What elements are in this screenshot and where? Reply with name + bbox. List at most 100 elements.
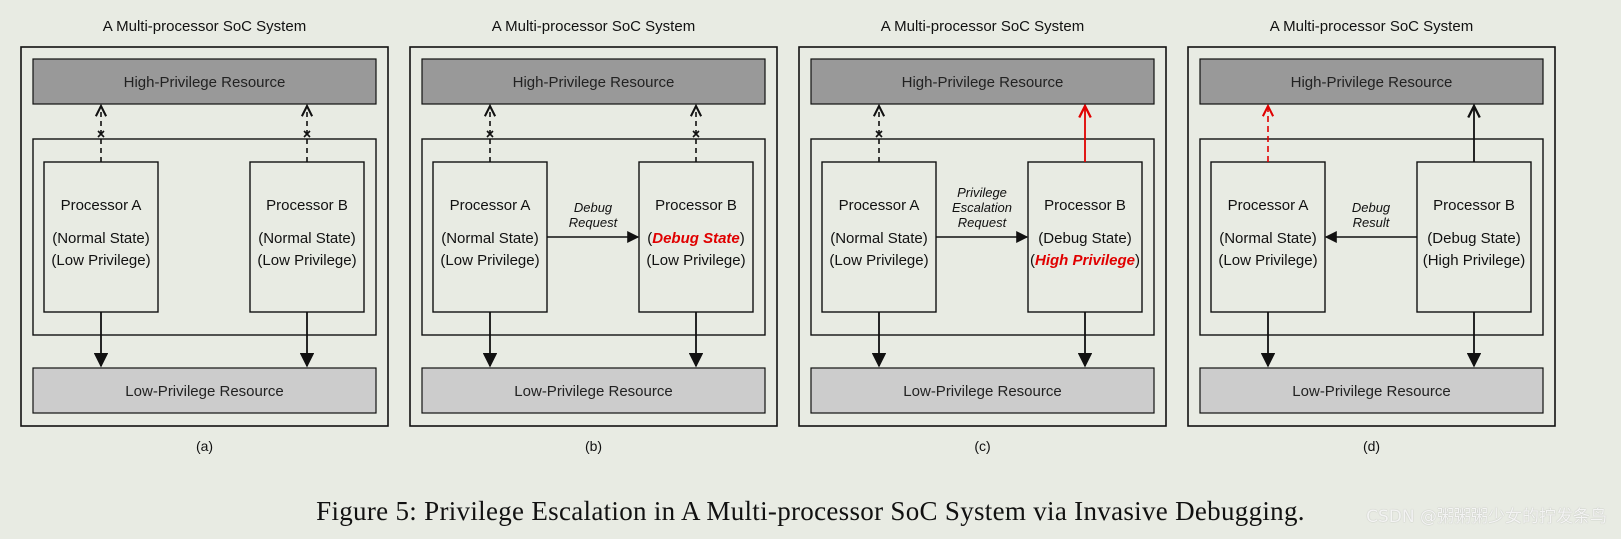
paren: ) <box>1313 252 1318 269</box>
system-frame <box>798 46 1167 427</box>
processor-a-state: (Normal State) <box>52 230 150 247</box>
processor-b-privilege-value: High Privilege <box>1428 252 1521 269</box>
paren: ) <box>1520 252 1525 269</box>
paren: ) <box>351 230 356 247</box>
paren: ) <box>352 252 357 269</box>
paren: ) <box>1312 230 1317 247</box>
processor-b-state: (Debug State) <box>1038 230 1131 247</box>
paren: ( <box>51 252 56 269</box>
paren: ( <box>830 230 835 247</box>
paren: ( <box>440 252 445 269</box>
processor-b-privilege-value: Low Privilege <box>651 252 740 269</box>
blocked-x-icon <box>97 130 105 138</box>
high-privilege-resource-box <box>810 58 1155 105</box>
processor-b-state-value: Debug State <box>1043 230 1126 247</box>
processor-a-name: Processor A <box>61 197 142 214</box>
paren: ( <box>441 230 446 247</box>
paren: ) <box>534 230 539 247</box>
processor-b-privilege: (High Privilege) <box>1423 252 1526 269</box>
link-label-line: Request <box>569 215 619 230</box>
processor-b-state: (Debug State) <box>1427 230 1520 247</box>
processor-a-privilege: (Low Privilege) <box>51 252 150 269</box>
processor-a-name: Processor A <box>450 197 531 214</box>
high-privilege-resource-box <box>421 58 766 105</box>
processor-a-privilege: (Low Privilege) <box>829 252 928 269</box>
paren: ) <box>740 230 745 247</box>
processor-b-privilege-value: Low Privilege <box>262 252 351 269</box>
processor-b-name: Processor B <box>1433 197 1515 214</box>
system-title: A Multi-processor SoC System <box>1270 18 1473 35</box>
processor-a-state: (Normal State) <box>1219 230 1317 247</box>
high-privilege-resource-box <box>1199 58 1544 105</box>
blocked-x-icon <box>875 130 883 138</box>
processor-b-state: (Normal State) <box>258 230 356 247</box>
processor-frame <box>810 138 1155 336</box>
paren: ( <box>646 252 651 269</box>
paren: ( <box>1030 252 1035 269</box>
processor-b-privilege-value: High Privilege <box>1035 252 1135 269</box>
processor-frame <box>421 138 766 336</box>
subfigure-label: (c) <box>974 438 990 454</box>
paren: ( <box>647 230 652 247</box>
high-privilege-resource-label: High-Privilege Resource <box>513 74 675 91</box>
paren: ) <box>924 252 929 269</box>
paren: ( <box>829 252 834 269</box>
system-title: A Multi-processor SoC System <box>881 18 1084 35</box>
link-label-line: Request <box>958 215 1008 230</box>
paren: ( <box>1219 230 1224 247</box>
paren: ( <box>1038 230 1043 247</box>
processor-b-privilege: (Low Privilege) <box>646 252 745 269</box>
paren: ) <box>1135 252 1140 269</box>
figure-caption: Figure 5: Privilege Escalation in A Mult… <box>316 496 1305 526</box>
system-title: A Multi-processor SoC System <box>103 18 306 35</box>
paren: ( <box>1427 230 1432 247</box>
processor-b-state: (Debug State) <box>647 230 745 247</box>
system-frame <box>20 46 389 427</box>
paren: ( <box>258 230 263 247</box>
link-label-line: Debug <box>574 200 613 215</box>
processor-a-state: (Normal State) <box>830 230 928 247</box>
high-privilege-resource-label: High-Privilege Resource <box>124 74 286 91</box>
processor-b-state-value: Normal State <box>263 230 351 247</box>
processor-b-name: Processor B <box>655 197 737 214</box>
watermark-text: CSDN @粥粥粥少女的拧发条鸟 <box>1366 507 1607 527</box>
paren: ) <box>146 252 151 269</box>
paren: ) <box>1127 230 1132 247</box>
high-privilege-resource-label: High-Privilege Resource <box>1291 74 1453 91</box>
system-frame <box>1187 46 1556 427</box>
link-label-line: Escalation <box>952 200 1012 215</box>
blocked-x-icon <box>303 130 311 138</box>
processor-b-privilege: (Low Privilege) <box>257 252 356 269</box>
processor-b-state-value: Debug State <box>1432 230 1515 247</box>
processor-a-privilege-value: Low Privilege <box>445 252 534 269</box>
processor-b: Processor B(Normal State)(Low Privilege) <box>249 106 365 368</box>
low-privilege-resource-box <box>810 367 1155 414</box>
processor-b-privilege: (High Privilege) <box>1030 252 1140 269</box>
paren: ( <box>1423 252 1428 269</box>
link-label-line: Result <box>1353 215 1391 230</box>
processor-b-name: Processor B <box>1044 197 1126 214</box>
panel-d: A Multi-processor SoC SystemHigh-Privile… <box>1187 18 1556 454</box>
low-privilege-resource-box <box>32 367 377 414</box>
processor-a-privilege-value: Low Privilege <box>834 252 923 269</box>
processor-a: Processor A (Normal State) (Low Privilege) <box>43 106 159 368</box>
paren: ( <box>1218 252 1223 269</box>
low-privilege-resource-label: Low-Privilege Resource <box>1292 383 1450 400</box>
link-label-line: Privilege <box>957 185 1007 200</box>
processor-b: Processor B(Debug State)(High Privilege) <box>1027 106 1143 368</box>
blocked-x-icon <box>692 130 700 138</box>
link-label-line: Debug <box>1352 200 1391 215</box>
subfigure-label: (d) <box>1363 438 1380 454</box>
high-privilege-resource-box <box>32 58 377 105</box>
paren: ) <box>145 230 150 247</box>
processor-a-state-value: Normal State <box>1224 230 1312 247</box>
processor-a-state-value: Normal State <box>446 230 534 247</box>
paren: ) <box>535 252 540 269</box>
low-privilege-resource-label: Low-Privilege Resource <box>903 383 1061 400</box>
blocked-x-icon <box>486 130 494 138</box>
processor-a: Processor A(Normal State)(Low Privilege) <box>432 106 548 368</box>
subfigure-label: (b) <box>585 438 602 454</box>
processor-a-name: Processor A <box>1228 197 1309 214</box>
